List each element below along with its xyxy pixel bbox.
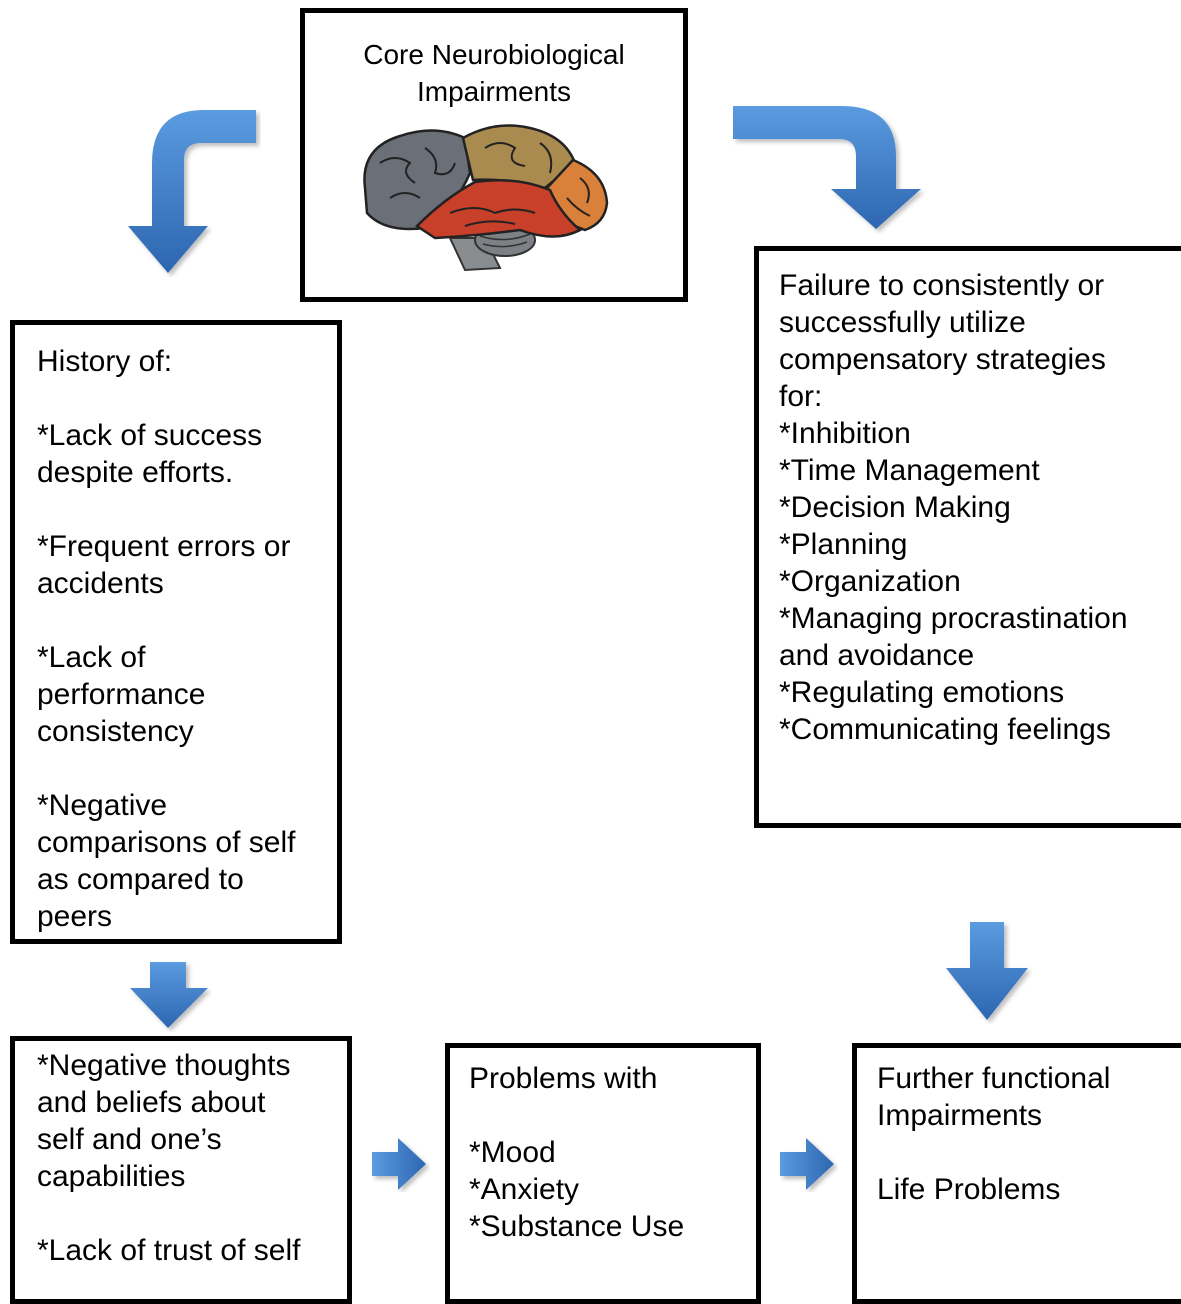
- core-impairments-box: Core Neurobiological Impairments: [300, 8, 688, 302]
- history-text: History of: *Lack of success despite eff…: [37, 345, 296, 933]
- failure-box: Failure to consistently or successfully …: [754, 246, 1181, 828]
- core-impairments-title: Core Neurobiological Impairments: [363, 39, 625, 107]
- negative-thoughts-text: *Negative thoughts and beliefs about sel…: [37, 1049, 301, 1267]
- arrow-right-2-icon: [780, 1138, 834, 1190]
- curved-arrow-down-left-icon: [128, 110, 256, 273]
- curved-arrow-down-right-icon: [733, 106, 921, 229]
- history-box: History of: *Lack of success despite eff…: [10, 320, 342, 944]
- failure-text: Failure to consistently or successfully …: [779, 269, 1128, 746]
- further-impairments-box: Further functional Impairments Life Prob…: [852, 1043, 1181, 1304]
- brain-icon: [363, 124, 609, 272]
- problems-text: Problems with *Mood *Anxiety *Substance …: [469, 1062, 685, 1243]
- problems-box: Problems with *Mood *Anxiety *Substance …: [445, 1043, 761, 1304]
- further-impairments-text: Further functional Impairments Life Prob…: [877, 1062, 1111, 1206]
- negative-thoughts-box: *Negative thoughts and beliefs about sel…: [10, 1036, 352, 1304]
- arrow-down-right-icon: [946, 922, 1028, 1020]
- arrow-down-left-icon: [130, 962, 208, 1028]
- arrow-right-1-icon: [372, 1138, 426, 1190]
